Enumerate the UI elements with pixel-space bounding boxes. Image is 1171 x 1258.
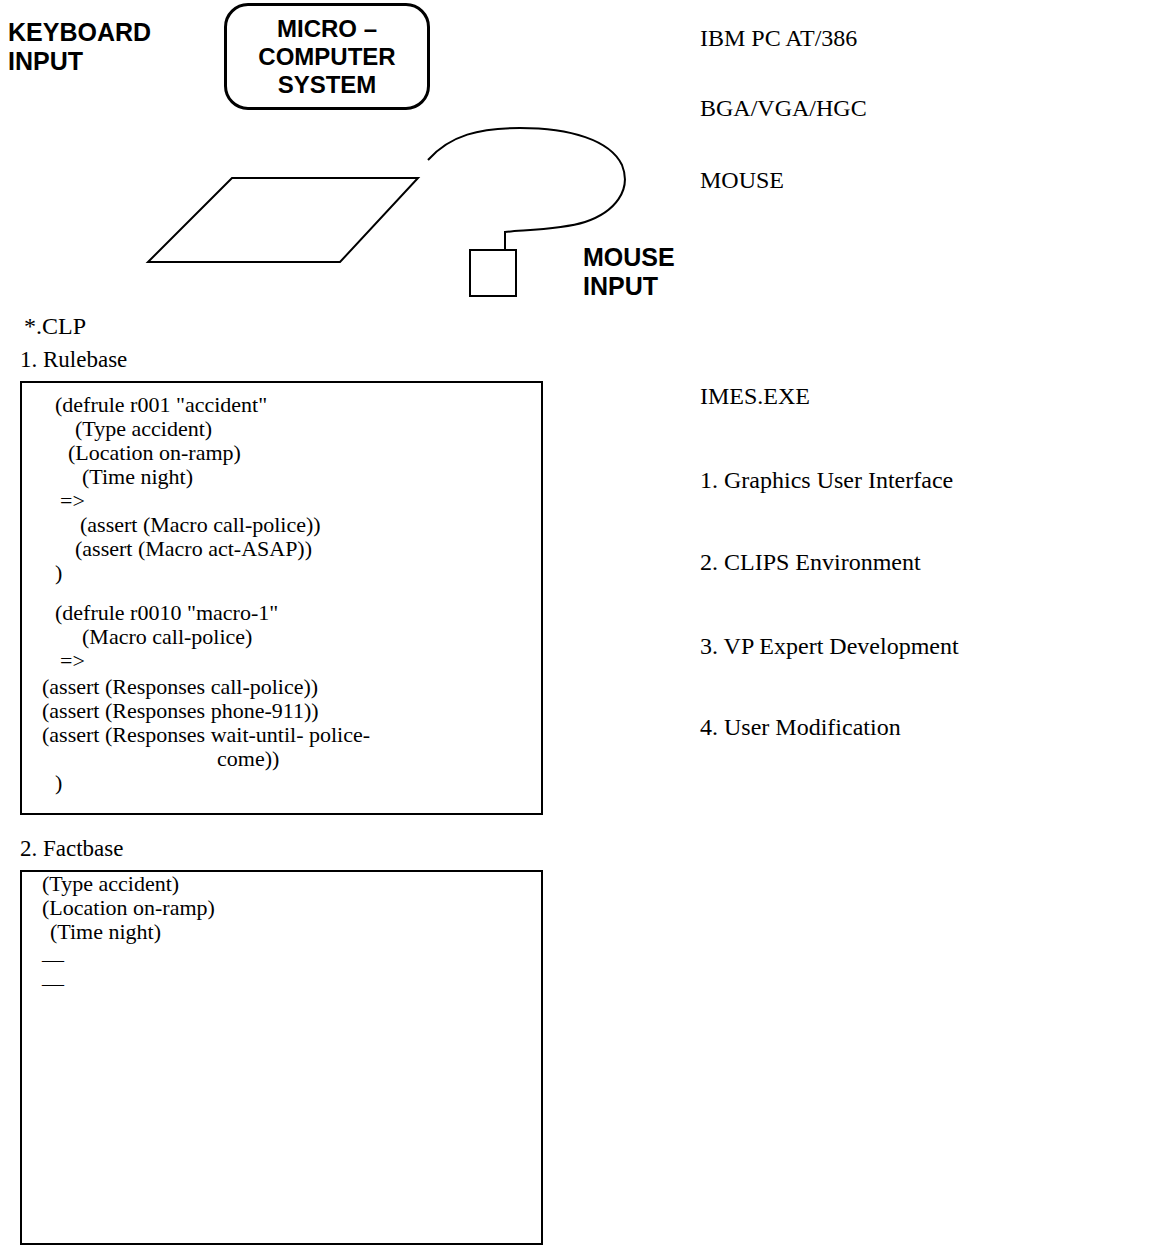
- code-line: (Location on-ramp): [68, 441, 241, 465]
- code-line: =>: [60, 489, 85, 513]
- computer-outline: MICRO – COMPUTER SYSTEM: [224, 3, 430, 110]
- code-line: (assert (Responses wait-until- police-co…: [42, 723, 372, 771]
- keyboard: [148, 178, 418, 262]
- code-line: ): [55, 561, 62, 585]
- text-label: 4. User Modification: [700, 713, 901, 741]
- mouse: [470, 250, 516, 296]
- code-line: (assert (Macro act-ASAP)): [75, 537, 312, 561]
- code-line: =>: [60, 649, 85, 673]
- text-label: 1. Graphics User Interface: [700, 466, 953, 494]
- code-line: (Type accident): [75, 417, 212, 441]
- code-line: (defrule r0010 "macro-1": [55, 601, 278, 625]
- text-label: *.CLP: [24, 312, 86, 340]
- text-label: IMES.EXE: [700, 382, 810, 410]
- code-line: (Time night): [50, 920, 161, 944]
- text-label: 3. VP Expert Development: [700, 632, 959, 660]
- panel-heading: 2. Factbase: [20, 836, 123, 862]
- computer-box: MICRO – COMPUTER SYSTEM: [224, 3, 430, 110]
- text-label: BGA/VGA/HGC: [700, 94, 867, 122]
- text-label: IBM PC AT/386: [700, 24, 857, 52]
- code-panel: 2. Factbase(Type accident)(Location on-r…: [20, 870, 543, 1245]
- mouse-cable: [428, 128, 625, 250]
- code-line: (defrule r001 "accident": [55, 393, 267, 417]
- code-line: (Time night): [82, 465, 193, 489]
- code-line: —: [42, 972, 64, 996]
- code-line: (assert (Responses phone-911)): [42, 699, 319, 723]
- code-line: (Macro call-police): [82, 625, 252, 649]
- text-label: MOUSE: [700, 166, 784, 194]
- code-line: ): [55, 771, 62, 795]
- panel-heading: 1. Rulebase: [20, 347, 127, 373]
- code-line: (Location on-ramp): [42, 896, 215, 920]
- computer-label: MICRO – COMPUTER SYSTEM: [242, 15, 412, 99]
- code-line: (Type accident): [42, 872, 179, 896]
- code-line: —: [42, 948, 64, 972]
- code-panel: 1. Rulebase(defrule r001 "accident"(Type…: [20, 381, 543, 815]
- input-label: MOUSE INPUT: [583, 243, 723, 301]
- text-label: 2. CLIPS Environment: [700, 548, 921, 576]
- code-line: (assert (Macro call-police)): [80, 513, 321, 537]
- code-line: (assert (Responses call-police)): [42, 675, 318, 699]
- input-label: KEYBOARD INPUT: [8, 18, 158, 76]
